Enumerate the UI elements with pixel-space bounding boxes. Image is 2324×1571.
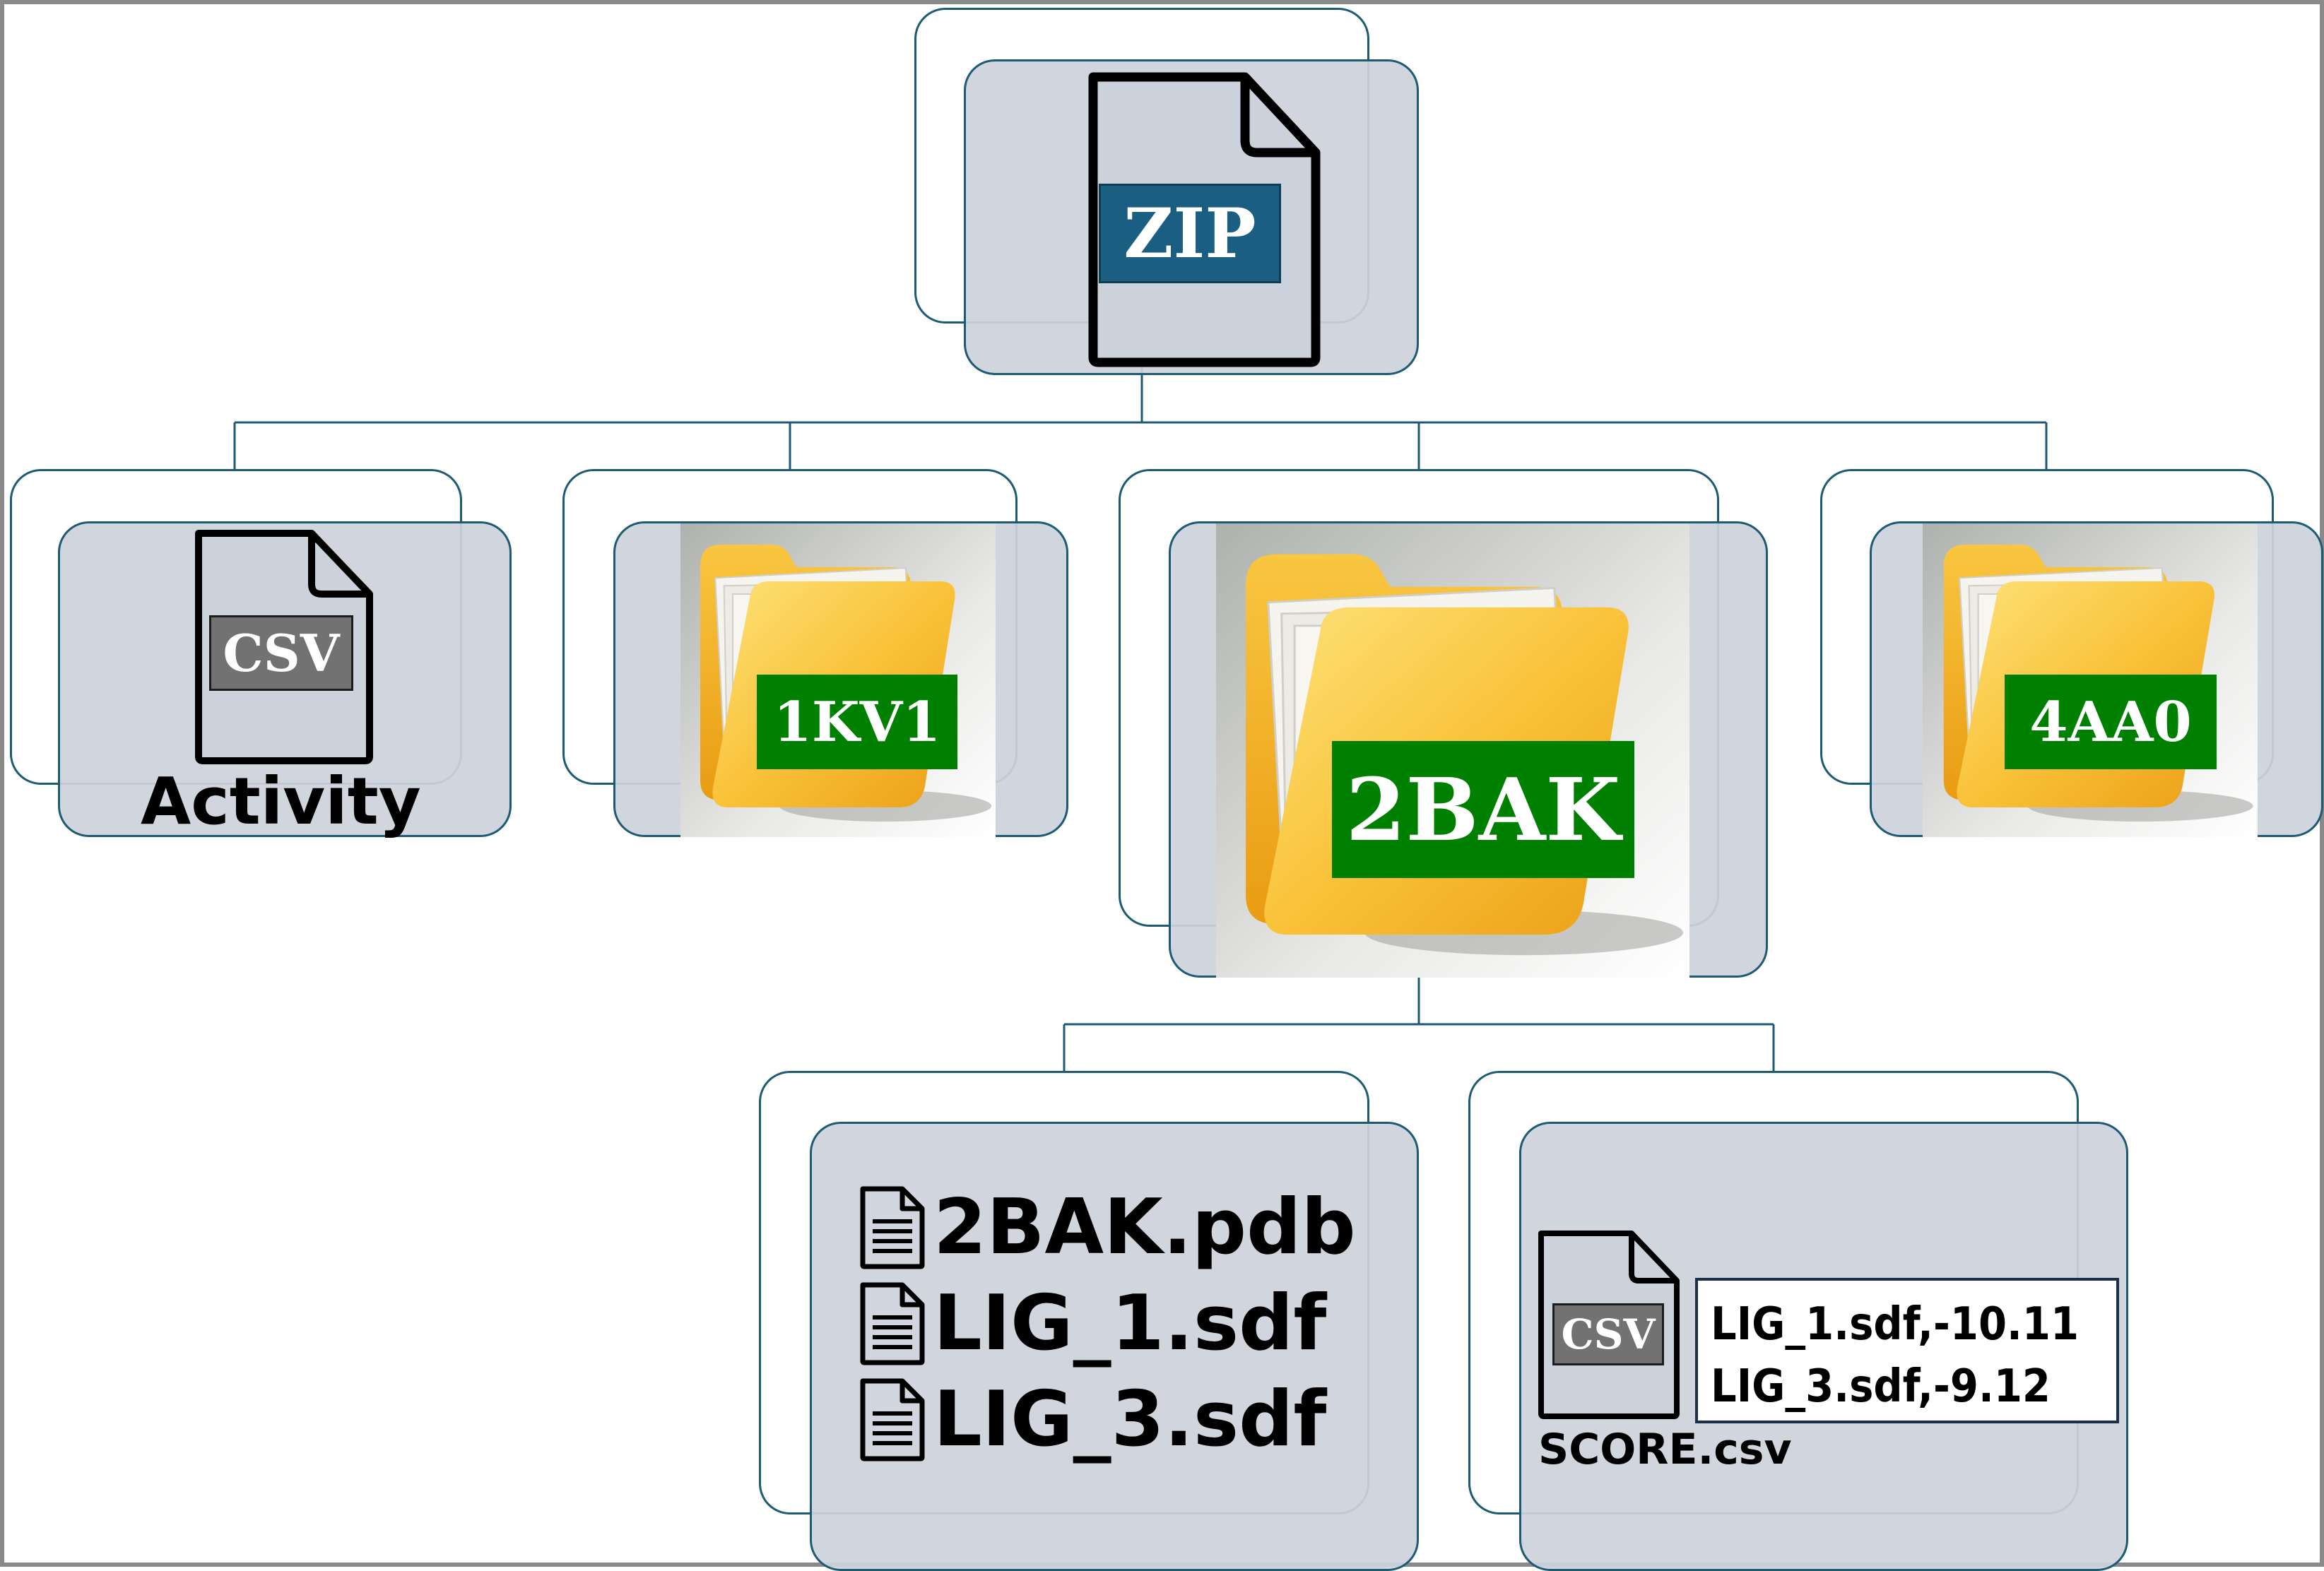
activity-caption: Activity: [141, 764, 421, 839]
folder-4aa0-label: 4AA0: [2005, 675, 2217, 769]
folder-1kv1-node[interactable]: 1KV1: [613, 521, 1068, 837]
folder-1kv1-label: 1KV1: [757, 675, 957, 769]
file-row-lig1[interactable]: LIG_1.sdf: [859, 1279, 1326, 1368]
file-name: LIG_3.sdf: [933, 1375, 1327, 1464]
folder-4aa0-node[interactable]: 4AA0: [1870, 521, 2323, 837]
root-node[interactable]: ZIP: [964, 59, 1419, 375]
score-csv-badge: CSV: [1552, 1303, 1664, 1365]
document-icon: [860, 1378, 925, 1461]
file-row-lig3[interactable]: LIG_3.sdf: [859, 1375, 1326, 1464]
folder-2bak-node[interactable]: 2BAK: [1169, 521, 1768, 978]
file-name: LIG_1.sdf: [933, 1279, 1327, 1368]
score-contents-box: LIG_1.sdf,-10.11 LIG_3.sdf,-9.12: [1695, 1278, 2119, 1423]
files-node[interactable]: 2BAK.pdb LIG_1.sdf LIG_3.sdf: [810, 1122, 1419, 1571]
file-row-pdb[interactable]: 2BAK.pdb: [859, 1183, 1356, 1271]
score-node[interactable]: CSV SCORE.csv LIG_1.sdf,-10.11 LIG_3.sdf…: [1519, 1122, 2128, 1571]
activity-node[interactable]: CSV Activity: [58, 521, 512, 839]
score-line-1: LIG_1.sdf,-10.11: [1711, 1298, 2079, 1351]
document-icon: [860, 1186, 925, 1269]
score-caption: SCORE.csv: [1538, 1425, 1792, 1474]
activity-csv-badge: CSV: [209, 615, 353, 691]
folder-2bak-label: 2BAK: [1332, 741, 1634, 878]
document-icon: [860, 1282, 925, 1365]
score-line-2: LIG_3.sdf,-9.12: [1711, 1360, 2051, 1413]
file-name: 2BAK.pdb: [933, 1183, 1356, 1271]
zip-badge: ZIP: [1099, 184, 1281, 283]
tree-connectors: [233, 326, 2048, 1071]
